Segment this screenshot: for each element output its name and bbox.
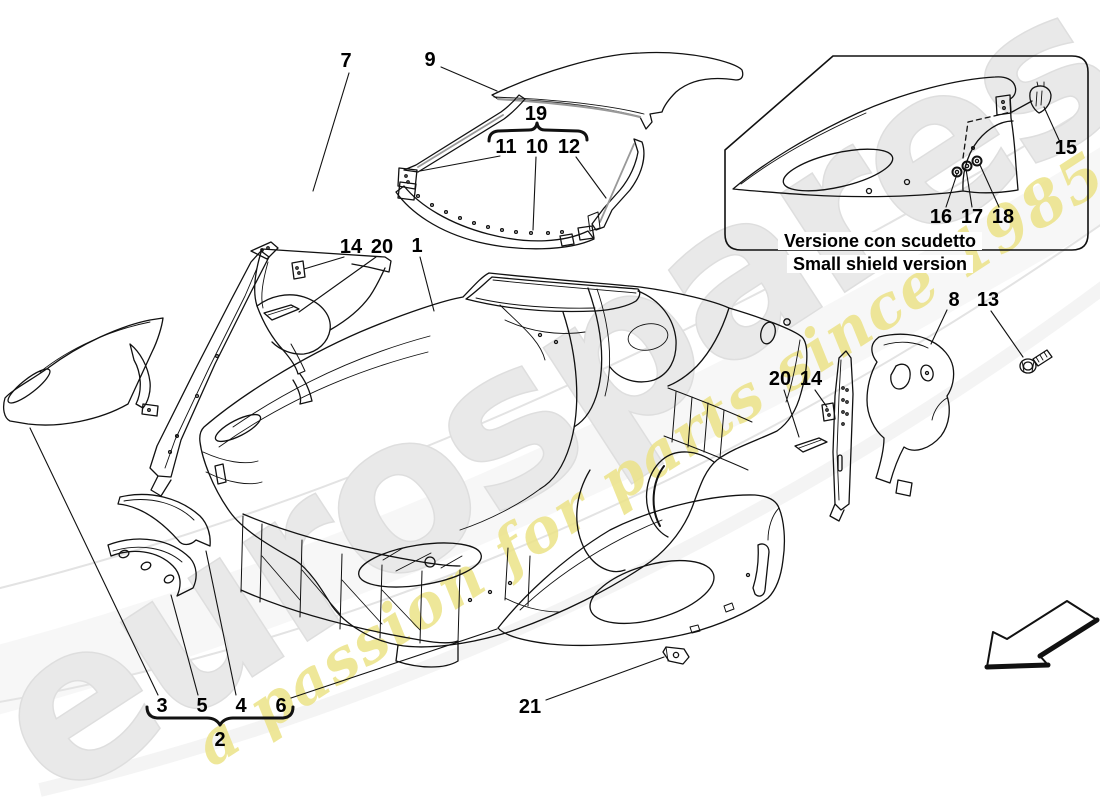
inset-caption-english: Small shield version xyxy=(786,255,974,273)
callout-19: 19 xyxy=(524,103,548,125)
inset-box-border xyxy=(724,55,1089,251)
callout-11: 11 xyxy=(495,136,517,158)
callout-14-left: 14 xyxy=(339,236,363,258)
callout-7: 7 xyxy=(340,50,352,72)
leader-lines xyxy=(29,66,1060,727)
shield-badge-15 xyxy=(1029,81,1052,114)
callout-8: 8 xyxy=(948,289,960,311)
direction-arrow xyxy=(984,600,1100,670)
callout-2: 2 xyxy=(214,729,226,751)
callout-20-left: 20 xyxy=(370,236,394,258)
grommets-16-17-18 xyxy=(951,155,983,178)
callout-6: 6 xyxy=(275,695,287,717)
callout-15: 15 xyxy=(1054,137,1078,159)
callout-14-right: 14 xyxy=(799,368,823,390)
callout-16: 16 xyxy=(929,206,953,228)
callout-5: 5 xyxy=(196,695,208,717)
callout-13: 13 xyxy=(976,289,1000,311)
part-14-clip-left xyxy=(291,260,306,280)
callout-1: 1 xyxy=(411,235,423,257)
bracket-group-19 xyxy=(487,121,589,143)
part-20-wedge-right xyxy=(794,437,828,453)
watermark-swoosh-line xyxy=(38,281,1100,797)
callout-9: 9 xyxy=(424,49,436,71)
callout-17: 17 xyxy=(960,206,984,228)
badge-leader xyxy=(1011,100,1033,113)
watermark-swoosh-line xyxy=(0,223,1100,703)
bracket-group-2 xyxy=(145,705,295,727)
part-7-quarter-panel-inner-left xyxy=(149,241,392,497)
part-5-curved-strip-holed xyxy=(107,538,197,597)
part-6-sill-panel xyxy=(497,494,786,647)
callout-12: 12 xyxy=(557,136,581,158)
inset-caption-italian: Versione con scudetto xyxy=(777,232,983,250)
part-21-bracket xyxy=(662,646,690,665)
callout-10: 10 xyxy=(525,136,549,158)
watermark-swoosh-band xyxy=(0,147,1100,715)
callout-4: 4 xyxy=(235,695,247,717)
part-10-windscreen-lower-frame xyxy=(395,181,595,250)
part-12-a-pillar-trim-right xyxy=(587,138,645,232)
part-13-screw xyxy=(1019,349,1053,374)
callout-18: 18 xyxy=(991,206,1015,228)
callout-20-right: 20 xyxy=(768,368,792,390)
callout-21: 21 xyxy=(518,696,542,718)
part-20-wedge-left xyxy=(263,304,300,321)
callout-3: 3 xyxy=(156,695,168,717)
inset-quarter-panel-drawing xyxy=(732,76,1019,198)
part-4-curved-strip xyxy=(117,493,211,547)
dashed-locator-line xyxy=(962,111,1012,159)
part-1-bodyshell xyxy=(199,272,808,668)
part-8-quarter-panel-right xyxy=(829,333,955,522)
part-14-clip-right xyxy=(821,402,836,422)
inset-small-shield-version xyxy=(724,55,1089,251)
part-3-front-fender xyxy=(3,317,164,426)
